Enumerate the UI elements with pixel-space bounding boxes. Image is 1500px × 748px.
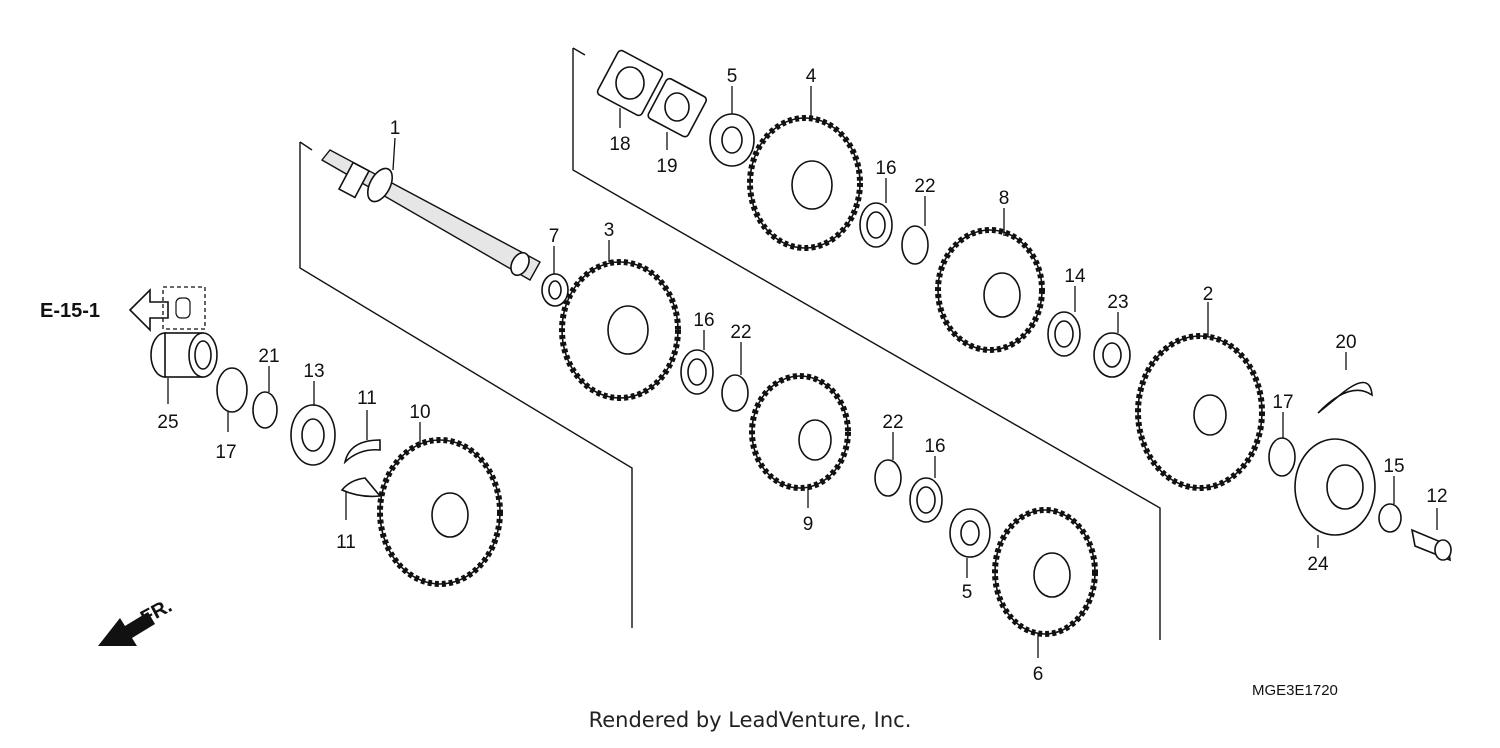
callout-8[interactable]: 8 bbox=[999, 188, 1010, 209]
callout-4[interactable]: 4 bbox=[806, 66, 817, 87]
needle-bearing-part[interactable] bbox=[541, 273, 569, 307]
callout-13[interactable]: 13 bbox=[303, 361, 324, 382]
callout-20[interactable]: 20 bbox=[1335, 332, 1356, 353]
callout-18[interactable]: 18 bbox=[609, 134, 630, 155]
callout-6[interactable]: 6 bbox=[1033, 664, 1044, 685]
thrust-washer-part[interactable] bbox=[680, 349, 714, 395]
callout-11-lower[interactable]: 11 bbox=[336, 532, 356, 553]
retainer-part[interactable] bbox=[1317, 381, 1373, 414]
thrust-washer-part[interactable] bbox=[909, 477, 943, 523]
callout-17-right[interactable]: 17 bbox=[1272, 392, 1293, 413]
callout-7[interactable]: 7 bbox=[549, 226, 560, 247]
callout-3[interactable]: 3 bbox=[604, 220, 615, 241]
needle-bearing-part[interactable] bbox=[1093, 332, 1131, 378]
callout-22-middle[interactable]: 22 bbox=[730, 322, 751, 343]
callout-9[interactable]: 9 bbox=[803, 514, 814, 535]
thrust-washer-part[interactable] bbox=[859, 202, 893, 248]
reference-label: E-15-1 bbox=[40, 300, 100, 322]
snap-ring-part[interactable] bbox=[874, 459, 902, 497]
gear-6-part[interactable] bbox=[992, 507, 1098, 637]
ball-bearing-part[interactable] bbox=[1294, 438, 1376, 536]
callout-15[interactable]: 15 bbox=[1383, 456, 1404, 477]
callout-5-lower[interactable]: 5 bbox=[962, 582, 973, 603]
callout-11-upper[interactable]: 11 bbox=[357, 388, 377, 409]
frame-countershaft-group bbox=[572, 47, 1161, 640]
half-ring-part[interactable] bbox=[340, 439, 382, 498]
callout-19[interactable]: 19 bbox=[656, 156, 677, 177]
reference-dashed-box bbox=[162, 286, 206, 330]
callouts: 1 2 3 4 5 5 6 7 8 9 10 11 11 12 13 14 15 bbox=[157, 66, 1447, 685]
reference-link[interactable]: E-15-1 bbox=[40, 286, 206, 332]
lock-plate-part[interactable] bbox=[596, 49, 664, 117]
callout-16-upper[interactable]: 16 bbox=[875, 158, 896, 179]
mainshaft-part[interactable] bbox=[320, 149, 541, 281]
snap-ring-part[interactable] bbox=[901, 225, 929, 265]
callout-1[interactable]: 1 bbox=[390, 118, 401, 139]
callout-10[interactable]: 10 bbox=[409, 402, 430, 423]
bolt-part[interactable] bbox=[1410, 528, 1452, 562]
snap-ring-part[interactable] bbox=[252, 391, 278, 429]
front-arrow-icon bbox=[98, 612, 155, 646]
washer-part[interactable] bbox=[1378, 503, 1402, 533]
callout-14[interactable]: 14 bbox=[1064, 266, 1086, 287]
front-arrow: FR. bbox=[98, 595, 176, 646]
callout-12[interactable]: 12 bbox=[1426, 486, 1447, 507]
callout-17-left[interactable]: 17 bbox=[215, 442, 236, 463]
snap-ring-part[interactable] bbox=[721, 374, 749, 412]
lock-plate-part[interactable] bbox=[647, 77, 708, 138]
callout-2[interactable]: 2 bbox=[1203, 284, 1214, 305]
callout-5-upper[interactable]: 5 bbox=[727, 66, 738, 87]
gear-9-part[interactable] bbox=[749, 373, 851, 491]
diagram-code: MGE3E1720 bbox=[1252, 682, 1338, 699]
callout-24[interactable]: 24 bbox=[1307, 554, 1329, 575]
gear-4-part[interactable] bbox=[747, 115, 863, 251]
callout-22-upper[interactable]: 22 bbox=[914, 176, 935, 197]
gear-3-part[interactable] bbox=[559, 259, 681, 401]
bearing-part[interactable] bbox=[709, 113, 755, 167]
reference-arrow-icon bbox=[128, 288, 169, 332]
collar-part[interactable] bbox=[150, 332, 218, 378]
gear-8-part[interactable] bbox=[935, 227, 1045, 353]
callout-16-lower[interactable]: 16 bbox=[924, 436, 945, 457]
callout-21[interactable]: 21 bbox=[258, 346, 279, 367]
gear-2-part[interactable] bbox=[1135, 333, 1265, 491]
callout-23[interactable]: 23 bbox=[1107, 292, 1128, 313]
thrust-washer-part[interactable] bbox=[1047, 311, 1081, 357]
thrust-washer-part[interactable] bbox=[1268, 437, 1296, 477]
callout-22-lower[interactable]: 22 bbox=[882, 412, 903, 433]
bearing-part[interactable] bbox=[949, 508, 991, 558]
thrust-washer-part[interactable] bbox=[216, 367, 248, 413]
frame-mainshaft-group bbox=[299, 141, 633, 628]
collar-symbol-icon bbox=[175, 297, 191, 319]
gear-10-part[interactable] bbox=[377, 437, 503, 587]
bushing-part[interactable] bbox=[290, 404, 336, 466]
render-credit: Rendered by LeadVenture, Inc. bbox=[588, 708, 912, 732]
callout-16-middle[interactable]: 16 bbox=[693, 310, 714, 331]
callout-25[interactable]: 25 bbox=[157, 412, 178, 433]
